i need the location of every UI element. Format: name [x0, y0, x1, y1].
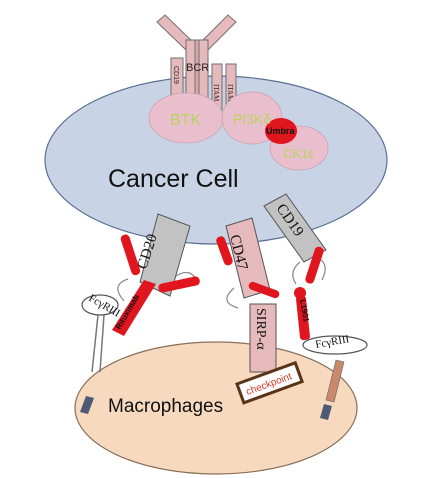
fcgr-left: [80, 294, 119, 414]
itam-label-2: ITAM: [226, 84, 234, 102]
checkpoint-box: checkpoint: [235, 360, 305, 405]
rituximab-antibody: [112, 234, 200, 336]
cd47-antibody-arms: [216, 236, 280, 299]
bcr-receptor: [156, 14, 237, 111]
fcgr-right-label: FcγRIII: [314, 333, 350, 351]
btk-label: BTK: [170, 112, 201, 129]
cancer-cell-label: Cancer Cell: [108, 165, 239, 193]
l1901-antibody: [294, 246, 324, 341]
pi3k-label: PI3Kδ: [233, 111, 271, 127]
umbra-circle: [265, 118, 297, 144]
sirp-label: SIRP-α: [253, 308, 268, 350]
cd20-receptor: [117, 213, 199, 302]
l1901-label: L1901: [298, 299, 311, 323]
fcgr-right: [302, 335, 368, 420]
macrophages-label: Macrophages: [108, 396, 223, 417]
bcr-label: BCR: [186, 62, 209, 74]
itam-label-1: ITAM: [212, 84, 220, 102]
ck1-label: CK1ε: [283, 146, 314, 161]
sirp-receptor: [249, 303, 277, 373]
umbra-label: Umbra: [266, 126, 296, 136]
cd19-top-label: CD19: [172, 66, 179, 84]
